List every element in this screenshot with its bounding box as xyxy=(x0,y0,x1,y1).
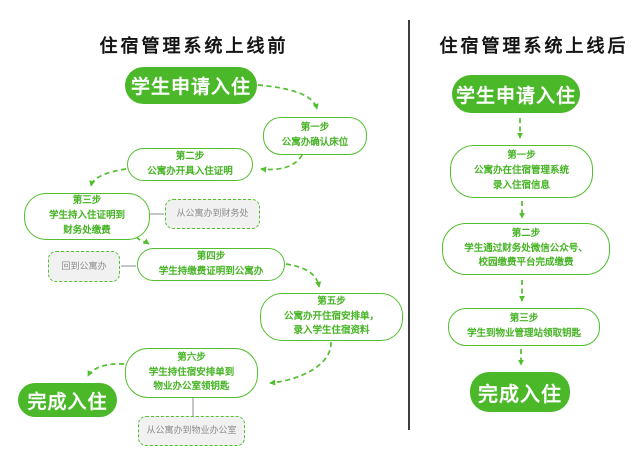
arrow-left-step3-to-step4 xyxy=(135,236,150,245)
arrow-left-step4-to-step5 xyxy=(285,263,322,288)
arrow-left-step2-to-step3 xyxy=(89,168,127,187)
arrow-left-start-to-step1 xyxy=(257,84,319,110)
right-start-node: 学生申请入住 xyxy=(452,75,580,113)
arrow-left-step6-to-end xyxy=(87,363,125,377)
left-step-6: 第六步 学生持住宿安排单到 物业办公室领钥匙 xyxy=(125,348,258,398)
left-start-node: 学生申请入住 xyxy=(125,67,257,104)
left-note-2: 回到公寓办 xyxy=(48,251,120,282)
right-end-node: 完成入住 xyxy=(470,372,570,412)
left-note-1: 从公寓办到财务处 xyxy=(165,199,260,229)
left-end-node: 完成入住 xyxy=(18,383,117,417)
right-column-title: 住宿管理系统上线后 xyxy=(439,36,629,57)
right-step-1: 第一步 公寓办在住宿管理系统 录入住宿信息 xyxy=(450,145,593,198)
right-step-2: 第二步 学生通过财务处微信公众号、 校园缴费平台完成缴费 xyxy=(442,223,610,275)
arrow-left-step5-to-step6 xyxy=(269,341,332,386)
left-step-4: 第四步 学生持缴费证明到公寓办 xyxy=(137,248,285,281)
left-step-1: 第一步 公寓办确认床位 xyxy=(263,117,367,155)
left-note-3: 从公寓办到物业办公室 xyxy=(138,416,245,446)
left-column-title: 住宿管理系统上线前 xyxy=(99,36,289,57)
left-step-2: 第二步 公寓办开具入住证明 xyxy=(127,148,253,181)
arrow-left-step1-to-step2 xyxy=(260,154,303,173)
left-step-5: 第五步 公寓办开住宿安排单， 录入学生住宿资料 xyxy=(260,293,403,341)
right-step-3: 第三步 学生到物业管理站领取钥匙 xyxy=(448,308,600,346)
left-step-3: 第三步 学生持入住证明到 财务处缴费 xyxy=(24,193,150,240)
column-divider xyxy=(408,20,410,430)
